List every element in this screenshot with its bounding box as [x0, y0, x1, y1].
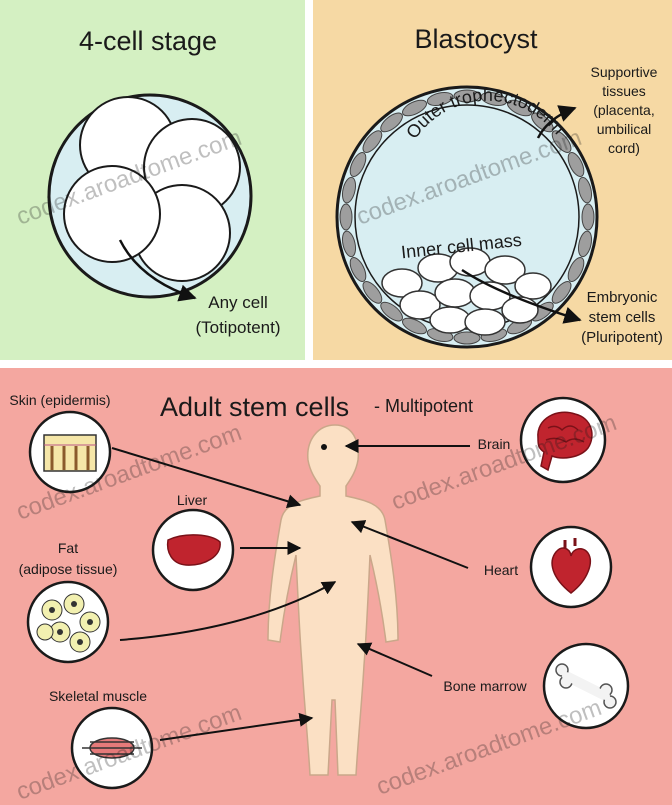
skin-arrow: [111, 447, 302, 509]
skin-icon: [28, 410, 112, 494]
trophectoderm-cell: [362, 130, 383, 153]
skeletal-muscle-arrow: [159, 712, 314, 741]
trophectoderm-cell: [567, 257, 585, 282]
human-body-icon: [267, 424, 399, 776]
trophectoderm-cell: [402, 317, 427, 335]
skin-label: Skin (epidermis): [9, 392, 110, 408]
svg-text:umbilical: umbilical: [597, 121, 651, 137]
trophectoderm-cell: [349, 152, 367, 177]
trophectoderm-cell: [380, 301, 403, 322]
body-eye: [321, 444, 327, 450]
svg-text:(Pluripotent): (Pluripotent): [581, 329, 663, 346]
svg-text:Embryonic: Embryonic: [587, 289, 658, 306]
adipose-tissue-label: (adipose tissue): [19, 561, 118, 577]
heart-icon: [529, 525, 613, 609]
panel-divider-horizontal: [0, 360, 672, 368]
trophectoderm-inner-edge: [354, 104, 580, 330]
brain-label: Brain: [478, 436, 511, 452]
heart-arrow: [350, 520, 469, 569]
trophectoderm-cell: [453, 89, 481, 103]
fat-icon: [26, 580, 110, 664]
svg-text:cord): cord): [608, 140, 640, 156]
blastomere-4: [63, 165, 161, 263]
four-cell-title: 4-cell stage: [79, 26, 217, 56]
svg-text:Supportive: Supportive: [591, 64, 658, 80]
heart-label: Heart: [484, 562, 518, 578]
trophectoderm-cell: [426, 91, 454, 107]
inner-cell-mass: [381, 247, 552, 336]
skeletal-muscle-label: Skeletal muscle: [49, 688, 147, 704]
trophectoderm-cell: [567, 152, 585, 177]
trophectoderm-cell: [380, 112, 403, 133]
trophectoderm-cell: [453, 331, 481, 345]
totipotent-arrow: [118, 239, 197, 302]
liver-icon: [151, 508, 235, 592]
svg-text:tissues: tissues: [602, 83, 646, 99]
embryonic-stem-cells-label: Embryonic stem cells (Pluripotent): [581, 289, 663, 346]
trophectoderm-cell: [341, 230, 357, 258]
any-cell-label: Any cell: [208, 293, 268, 312]
trophectoderm-cell: [577, 176, 593, 204]
trophectoderm-cell: [349, 257, 367, 282]
trophectoderm-cell: [339, 203, 353, 231]
trophectoderm-cell: [551, 281, 572, 304]
trophectoderm-cell: [531, 112, 554, 133]
trophectoderm-cells: [339, 89, 595, 345]
brain-icon: [519, 396, 607, 484]
bone-icon: [542, 642, 630, 730]
trophectoderm-cell: [581, 203, 595, 231]
trophectoderm-cell: [551, 130, 572, 153]
svg-text:stem cells: stem cells: [589, 309, 656, 326]
svg-text:(placenta,: (placenta,: [593, 102, 654, 118]
embryonic-stem-arrow: [461, 268, 582, 324]
bone-marrow-arrow: [356, 642, 433, 677]
bone-marrow-label: Bone marrow: [443, 678, 527, 694]
adult-title: Adult stem cells: [160, 392, 349, 422]
trophectoderm-cell: [507, 99, 532, 117]
blastocyst-title: Blastocyst: [414, 24, 538, 54]
totipotent-label: (Totipotent): [195, 318, 280, 337]
trophectoderm-cell: [341, 176, 357, 204]
trophectoderm-cell: [402, 99, 427, 117]
supportive-tissues-arrow: [536, 105, 577, 139]
adult-subtitle: - Multipotent: [374, 396, 473, 416]
trophectoderm-cell: [577, 230, 593, 258]
panel-divider-vertical: [305, 0, 313, 360]
skeletal-muscle-icon: [70, 706, 154, 790]
fat-label: Fat: [58, 540, 78, 556]
fat-arrow: [119, 581, 337, 641]
trophectoderm-cell: [480, 91, 508, 107]
trophectoderm-cell: [362, 281, 383, 304]
supportive-tissues-label: Supportive tissues (placenta, umbilical …: [591, 64, 658, 156]
liver-label: Liver: [177, 492, 208, 508]
